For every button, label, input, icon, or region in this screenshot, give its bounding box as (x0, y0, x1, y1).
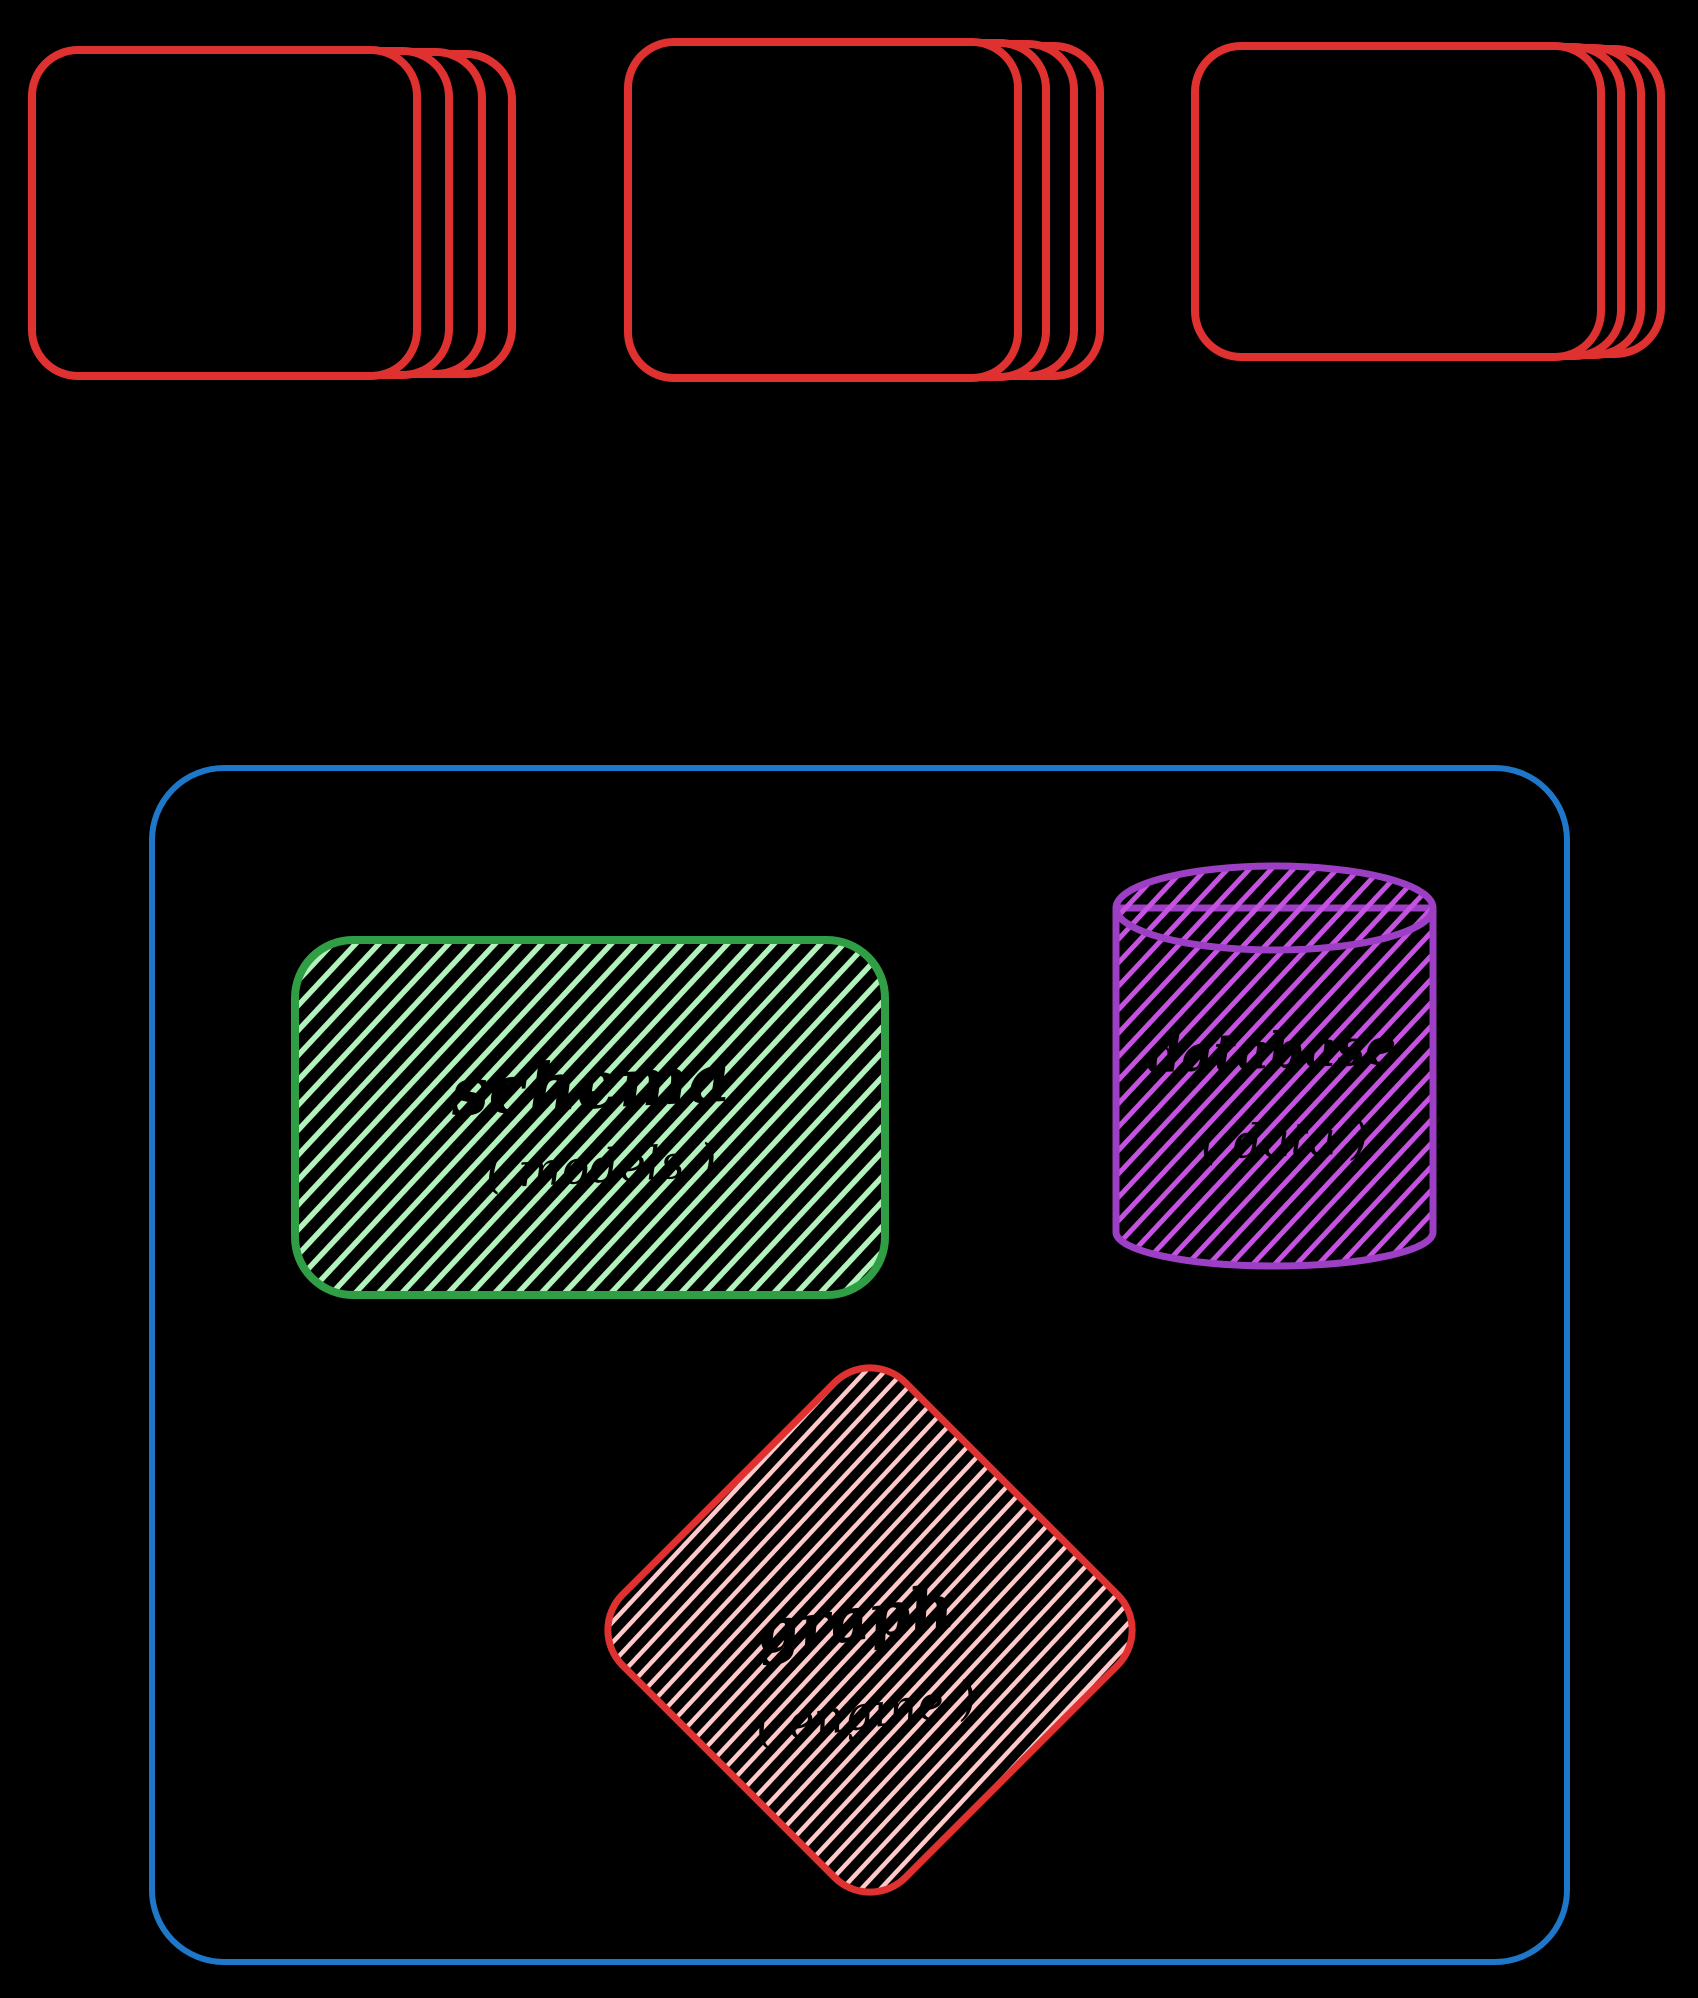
database-node: database ( data ) (1112, 862, 1437, 1270)
schema-shape (291, 936, 889, 1299)
card-front-icon (1191, 42, 1605, 361)
schema-title: schema (448, 1039, 733, 1132)
card-stack-2 (624, 38, 1104, 382)
cylinder-body-icon (1112, 904, 1437, 1270)
graph-shape (604, 1364, 1136, 1896)
card-stack-1 (28, 46, 516, 380)
cylinder-top-icon (1112, 862, 1437, 954)
card-front-icon (624, 38, 1022, 382)
card-front-icon (28, 46, 421, 380)
card-stack-3 (1191, 42, 1665, 361)
graph-node: graph ( engine ) (604, 1364, 1136, 1896)
system-container (149, 765, 1570, 1965)
schema-subtitle: ( models ) (484, 1133, 718, 1199)
schema-node: schema ( models ) (291, 936, 889, 1299)
database-title: database (1145, 1017, 1397, 1085)
database-subtitle: ( data ) (1200, 1110, 1370, 1170)
